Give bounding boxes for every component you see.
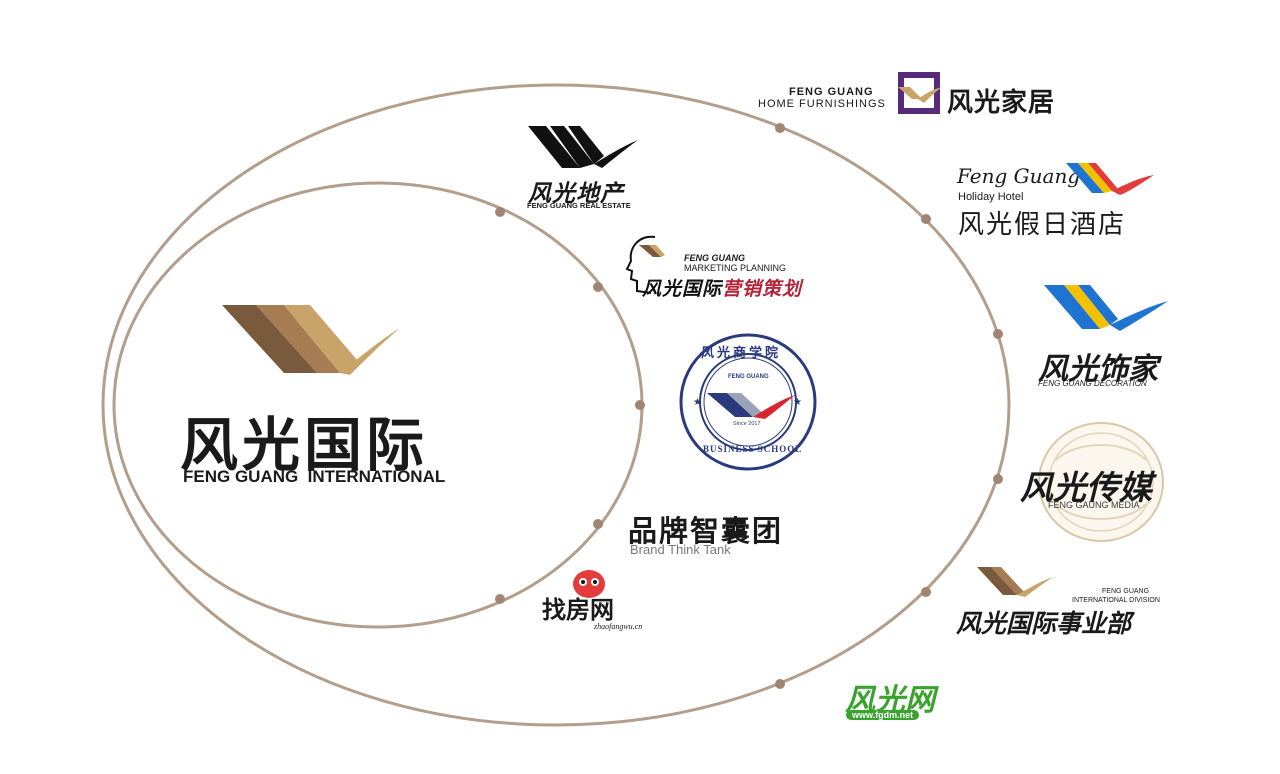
hotel-cn: 风光假日酒店 bbox=[958, 210, 1127, 240]
business-school-seal: ★ ★ bbox=[679, 333, 817, 471]
ring-dot bbox=[775, 679, 785, 689]
home-en1: FENG GUANG bbox=[789, 86, 874, 98]
marketing-cn: 风光国际营销策划 bbox=[642, 274, 802, 301]
decoration-en: FENG GUANG DECORATION bbox=[1038, 379, 1147, 388]
home-en2: HOME FURNISHINGS bbox=[758, 98, 886, 110]
school-en-bottom: BUSINESS SCHOOL bbox=[703, 444, 803, 454]
school-cn: 风光商学院 bbox=[701, 346, 782, 361]
marketing-cn-a: 风光国际 bbox=[642, 278, 723, 300]
division-cn: 风光国际事业部 bbox=[956, 609, 1132, 638]
school-en-top: FENG GUANG bbox=[728, 374, 769, 380]
real-estate-cn: 风光地产 bbox=[528, 181, 624, 207]
ring-dot bbox=[993, 474, 1003, 484]
decoration-logo-mark bbox=[1044, 285, 1168, 331]
marketing-en2: MARKETING PLANNING bbox=[684, 263, 787, 273]
ring-dot bbox=[775, 123, 785, 133]
ring-dot bbox=[921, 214, 931, 224]
ring-dot bbox=[495, 207, 505, 217]
main-logo-cn: 风光国际 bbox=[180, 411, 429, 479]
ring-dot bbox=[921, 587, 931, 597]
main-logo-en: FENG GUANG INTERNATIONAL bbox=[183, 467, 446, 486]
think-tank-en: Brand Think Tank bbox=[630, 542, 731, 557]
home-logo-mark bbox=[898, 72, 942, 114]
zhaofang-en: zhaofangwu.cn bbox=[594, 622, 643, 631]
head-profile-icon bbox=[625, 235, 665, 294]
home-cn: 风光家居 bbox=[947, 88, 1056, 118]
media-cn: 风光传媒 bbox=[1020, 468, 1152, 507]
decoration-cn: 风光饰家 bbox=[1038, 352, 1158, 387]
zhaofang-cn: 找房网 bbox=[542, 596, 614, 624]
hotel-script: Feng Guang bbox=[957, 164, 1081, 188]
marketing-en1: FENG GUANG bbox=[684, 253, 746, 263]
ring-dot bbox=[495, 594, 505, 604]
real-estate-logo-mark bbox=[528, 126, 638, 168]
ring-dot bbox=[593, 282, 603, 292]
marketing-cn-b: 营销策划 bbox=[722, 278, 803, 300]
media-ornament-circle bbox=[1038, 422, 1164, 542]
media-en: FENG GAUNG MEDIA bbox=[1048, 500, 1140, 510]
ring-dot bbox=[593, 519, 603, 529]
real-estate-en: FENG GUANG REAL ESTATE bbox=[527, 201, 631, 210]
division-logo-mark bbox=[977, 567, 1053, 597]
division-en2: INTERNATIONAL DIVISION bbox=[1072, 597, 1160, 604]
zhaofang-mascot-icon bbox=[573, 570, 605, 598]
outer-ring bbox=[101, 83, 1011, 727]
svg-text:★: ★ bbox=[793, 397, 802, 408]
main-logo-mark bbox=[222, 305, 400, 375]
think-tank-cn: 品牌智囊团 bbox=[628, 514, 784, 548]
hotel-en: Holiday Hotel bbox=[958, 191, 1024, 203]
ring-dot bbox=[635, 400, 645, 410]
svg-text:★: ★ bbox=[693, 397, 702, 408]
school-since: Since 2017 bbox=[733, 421, 761, 427]
division-en1: FENG GUANG bbox=[1102, 588, 1150, 595]
ring-dot bbox=[993, 329, 1003, 339]
fgw-url: www.fgdm.net bbox=[846, 710, 920, 720]
hotel-logo-mark bbox=[1066, 163, 1154, 195]
